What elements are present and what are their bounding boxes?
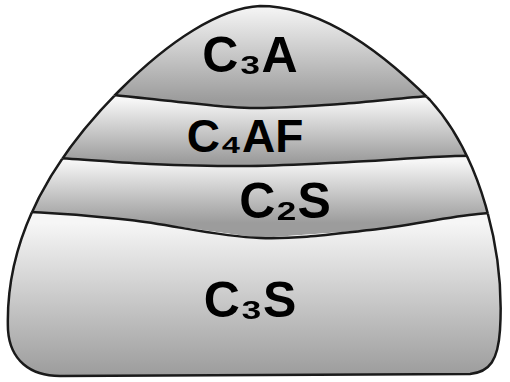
band-fill (8, 6, 501, 376)
band-fill (8, 6, 501, 376)
phase-band: C₃S (2, 204, 508, 380)
phase-label: C₃S (204, 275, 297, 325)
band-boundary (20, 156, 500, 166)
band-boundary (0, 212, 510, 238)
phase-band: C₃A (2, 2, 508, 114)
band-fill (8, 6, 501, 376)
phase-label: C₂S (239, 176, 331, 226)
band-fill (8, 6, 501, 376)
band-boundary (40, 92, 480, 108)
phase-label: C₃A (202, 30, 297, 80)
phase-label: C₄AF (187, 113, 303, 159)
